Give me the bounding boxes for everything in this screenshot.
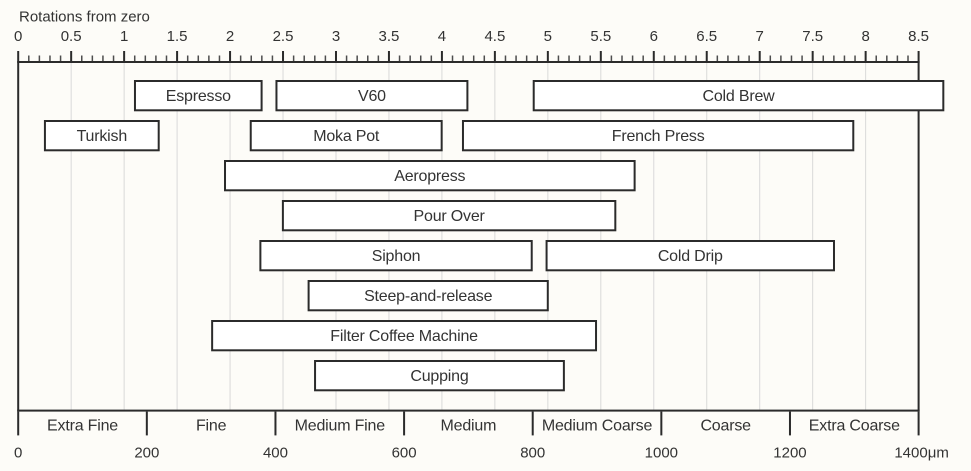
svg-text:200: 200 xyxy=(134,445,159,462)
svg-text:Medium: Medium xyxy=(441,418,497,435)
svg-text:8: 8 xyxy=(861,28,869,45)
svg-text:Moka Pot: Moka Pot xyxy=(313,128,380,145)
svg-text:0: 0 xyxy=(14,28,22,45)
svg-text:400: 400 xyxy=(263,445,288,462)
svg-text:0: 0 xyxy=(14,445,22,462)
svg-text:2: 2 xyxy=(226,28,234,45)
svg-text:2.5: 2.5 xyxy=(273,28,294,45)
svg-text:1.5: 1.5 xyxy=(167,28,188,45)
svg-text:V60: V60 xyxy=(358,88,386,105)
svg-text:Aeropress: Aeropress xyxy=(394,168,465,185)
svg-text:Filter Coffee Machine: Filter Coffee Machine xyxy=(330,328,478,345)
svg-text:0.5: 0.5 xyxy=(61,28,82,45)
svg-text:600: 600 xyxy=(392,445,417,462)
svg-text:Medium Fine: Medium Fine xyxy=(295,418,386,435)
svg-text:6.5: 6.5 xyxy=(696,28,717,45)
svg-text:5: 5 xyxy=(544,28,552,45)
svg-text:Cold Drip: Cold Drip xyxy=(658,248,723,265)
svg-text:1200: 1200 xyxy=(773,445,806,462)
svg-text:7.5: 7.5 xyxy=(802,28,823,45)
svg-text:1400μm: 1400μm xyxy=(894,445,949,462)
svg-text:Rotations from zero: Rotations from zero xyxy=(19,9,150,26)
svg-text:1000: 1000 xyxy=(645,445,678,462)
svg-text:1: 1 xyxy=(120,28,128,45)
svg-text:Turkish: Turkish xyxy=(77,128,127,145)
svg-text:8.5: 8.5 xyxy=(908,28,929,45)
svg-text:Extra Fine: Extra Fine xyxy=(47,418,118,435)
svg-text:3.5: 3.5 xyxy=(379,28,400,45)
svg-text:Medium Coarse: Medium Coarse xyxy=(542,418,653,435)
svg-text:6: 6 xyxy=(650,28,658,45)
svg-text:Coarse: Coarse xyxy=(700,418,751,435)
svg-text:Cold Brew: Cold Brew xyxy=(703,88,776,105)
svg-text:800: 800 xyxy=(520,445,545,462)
svg-text:Fine: Fine xyxy=(196,418,227,435)
svg-text:Pour Over: Pour Over xyxy=(414,208,486,225)
svg-text:7: 7 xyxy=(756,28,764,45)
svg-text:3: 3 xyxy=(332,28,340,45)
svg-text:5.5: 5.5 xyxy=(590,28,611,45)
svg-text:French Press: French Press xyxy=(612,128,705,145)
svg-text:Siphon: Siphon xyxy=(372,248,421,265)
svg-text:Steep-and-release: Steep-and-release xyxy=(364,288,493,305)
svg-text:4: 4 xyxy=(438,28,446,45)
svg-text:Espresso: Espresso xyxy=(166,88,231,105)
svg-text:Extra Coarse: Extra Coarse xyxy=(809,418,900,435)
svg-text:Cupping: Cupping xyxy=(410,368,468,385)
svg-text:4.5: 4.5 xyxy=(484,28,505,45)
